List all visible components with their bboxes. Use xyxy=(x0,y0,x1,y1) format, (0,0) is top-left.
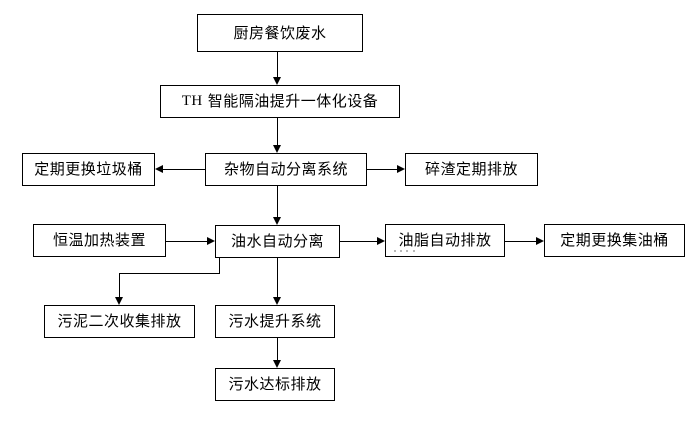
node-replace-trash-bin-periodically[interactable]: 定期更换垃圾桶 xyxy=(22,153,155,186)
arrowhead-right-to-slag-discharge xyxy=(397,165,405,173)
arrowhead-down-to-compliant-discharge xyxy=(273,360,281,368)
node-compliant-discharge-label: 污水达标排放 xyxy=(228,376,322,393)
edge-kitchen-wastewater-to-th-equipment xyxy=(277,52,278,77)
node-constant-temperature-heating-device[interactable]: 恒温加热装置 xyxy=(33,224,166,257)
node-automatic-oil-water-separation[interactable]: 油水自动分离 xyxy=(215,225,340,258)
node-slag-periodic-discharge[interactable]: 碎渣定期排放 xyxy=(405,153,538,186)
node-sewage-compliant-discharge[interactable]: 污水达标排放 xyxy=(215,368,335,401)
edge-th-equipment-to-debris-separation xyxy=(277,118,278,145)
node-th-equipment-label-lead: TH xyxy=(181,93,203,109)
node-slag-discharge-label: 碎渣定期排放 xyxy=(424,161,518,178)
edge-grease-discharge-to-replace-oil-drum xyxy=(505,241,536,242)
arrowhead-right-to-oil-water-separation xyxy=(207,237,215,245)
scan-artifact-speck xyxy=(400,250,402,252)
node-replace-oil-drum-label: 定期更换集油桶 xyxy=(560,232,669,249)
arrowhead-down-to-sludge-collection xyxy=(115,297,123,305)
node-th-equipment-label-rest: 智能隔油提升一体化设备 xyxy=(207,93,379,110)
node-kitchen-wastewater[interactable]: 厨房餐饮废水 xyxy=(197,14,363,52)
edge-heating-device-to-oil-water-separation xyxy=(166,241,207,242)
edge-oil-water-separation-to-sludge-collection-segment2 xyxy=(119,273,220,274)
node-kitchen-wastewater-label: 厨房餐饮废水 xyxy=(233,24,327,42)
scan-artifact-speck xyxy=(394,250,396,252)
arrowhead-right-to-replace-oil-drum xyxy=(536,237,544,245)
node-debris-separation-label: 杂物自动分离系统 xyxy=(223,161,348,178)
edge-oil-water-separation-to-sludge-collection-segment3 xyxy=(119,273,120,297)
edge-debris-separation-to-oil-water-separation xyxy=(277,186,278,217)
edge-debris-separation-to-slag-discharge xyxy=(367,169,397,170)
node-replace-oil-collection-drum-periodically[interactable]: 定期更换集油桶 xyxy=(544,224,685,257)
arrowhead-down-to-th-equipment xyxy=(273,77,281,85)
arrowhead-down-to-debris-separation xyxy=(273,145,281,153)
node-replace-trash-bin-label: 定期更换垃圾桶 xyxy=(34,161,143,178)
node-grease-discharge-label: 油脂自动排放 xyxy=(398,232,492,249)
node-sewage-lift-system-label: 污水提升系统 xyxy=(228,313,322,330)
node-sludge-secondary-collection-discharge[interactable]: 污泥二次收集排放 xyxy=(44,305,195,338)
edge-debris-separation-to-replace-trash-bin xyxy=(163,169,205,170)
node-automatic-grease-discharge[interactable]: 油脂自动排放 xyxy=(385,224,505,257)
node-automatic-debris-separation-system[interactable]: 杂物自动分离系统 xyxy=(205,153,367,186)
arrowhead-left-to-replace-trash-bin xyxy=(155,165,163,173)
node-heating-device-label: 恒温加热装置 xyxy=(52,232,146,249)
node-sludge-collection-label: 污泥二次收集排放 xyxy=(57,313,182,330)
scan-artifact-speck xyxy=(413,250,415,252)
edge-oil-water-separation-to-sludge-collection-segment1 xyxy=(219,258,220,274)
node-sewage-lifting-system[interactable]: 污水提升系统 xyxy=(215,305,335,338)
arrowhead-down-to-sewage-lift-system xyxy=(273,297,281,305)
edge-oil-water-separation-to-grease-discharge xyxy=(340,241,377,242)
node-oil-water-separation-label: 油水自动分离 xyxy=(230,233,324,250)
edge-sewage-lift-system-to-compliant-discharge xyxy=(277,338,278,360)
scan-artifact-speck xyxy=(406,250,408,252)
arrowhead-right-to-grease-discharge xyxy=(377,237,385,245)
arrowhead-down-to-oil-water-separation xyxy=(273,217,281,225)
edge-oil-water-separation-to-sewage-lift-system xyxy=(277,258,278,297)
